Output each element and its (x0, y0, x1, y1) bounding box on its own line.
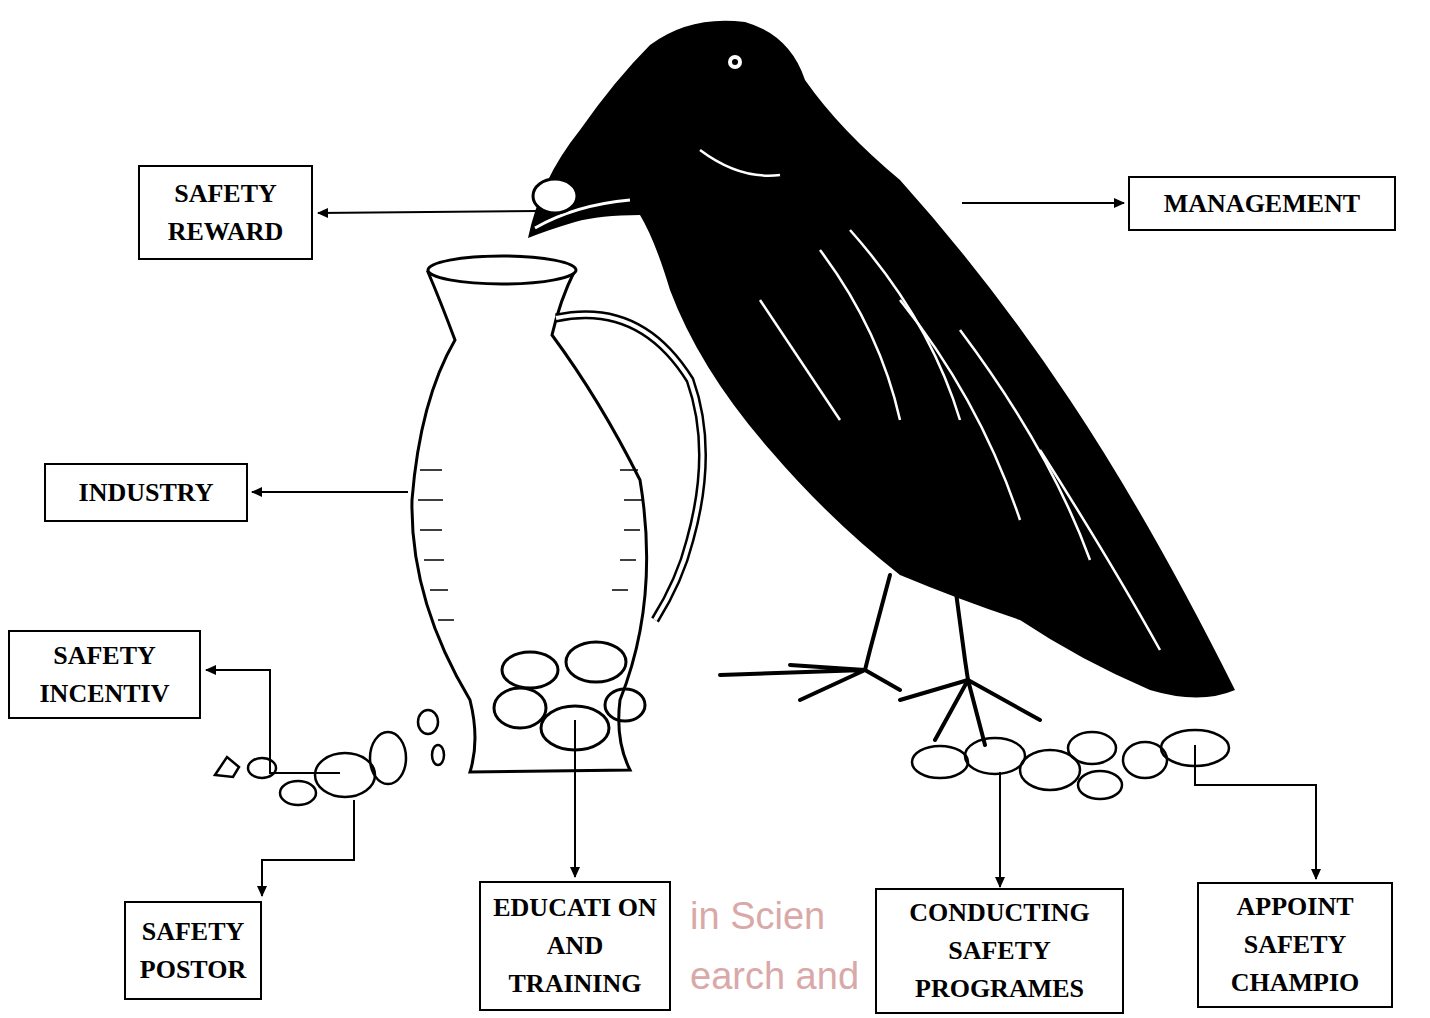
box-label: MANAGEMENT (1164, 185, 1360, 223)
label-box: CONDUCTING SAFETY PROGRAMES (875, 888, 1124, 1014)
label-box: INDUSTRY (44, 463, 248, 522)
box-label: SAFETY REWARD (148, 175, 303, 251)
watermark: earch and (690, 955, 859, 998)
leader-lines (206, 203, 1316, 896)
box-label: SAFETY POSTOR (134, 913, 252, 989)
label-box: APPOINT SAFETY CHAMPIO (1197, 882, 1393, 1008)
label-box: SAFETY POSTOR (124, 901, 262, 1000)
watermark: in Scien (690, 895, 825, 938)
box-label: CONDUCTING SAFETY PROGRAMES (885, 894, 1114, 1008)
crow (528, 21, 1235, 745)
label-box: MANAGEMENT (1128, 176, 1396, 231)
box-label: APPOINT SAFETY CHAMPIO (1207, 888, 1383, 1002)
box-label: INDUSTRY (79, 474, 214, 512)
label-box: SAFETY REWARD (138, 165, 313, 260)
label-box: SAFETY INCENTIV (8, 630, 201, 719)
box-label: EDUCATI ON AND TRAINING (489, 889, 661, 1003)
label-box: EDUCATI ON AND TRAINING (479, 881, 671, 1011)
box-label: SAFETY INCENTIV (18, 637, 191, 713)
pebbles (215, 710, 1229, 805)
pitcher (412, 256, 703, 772)
